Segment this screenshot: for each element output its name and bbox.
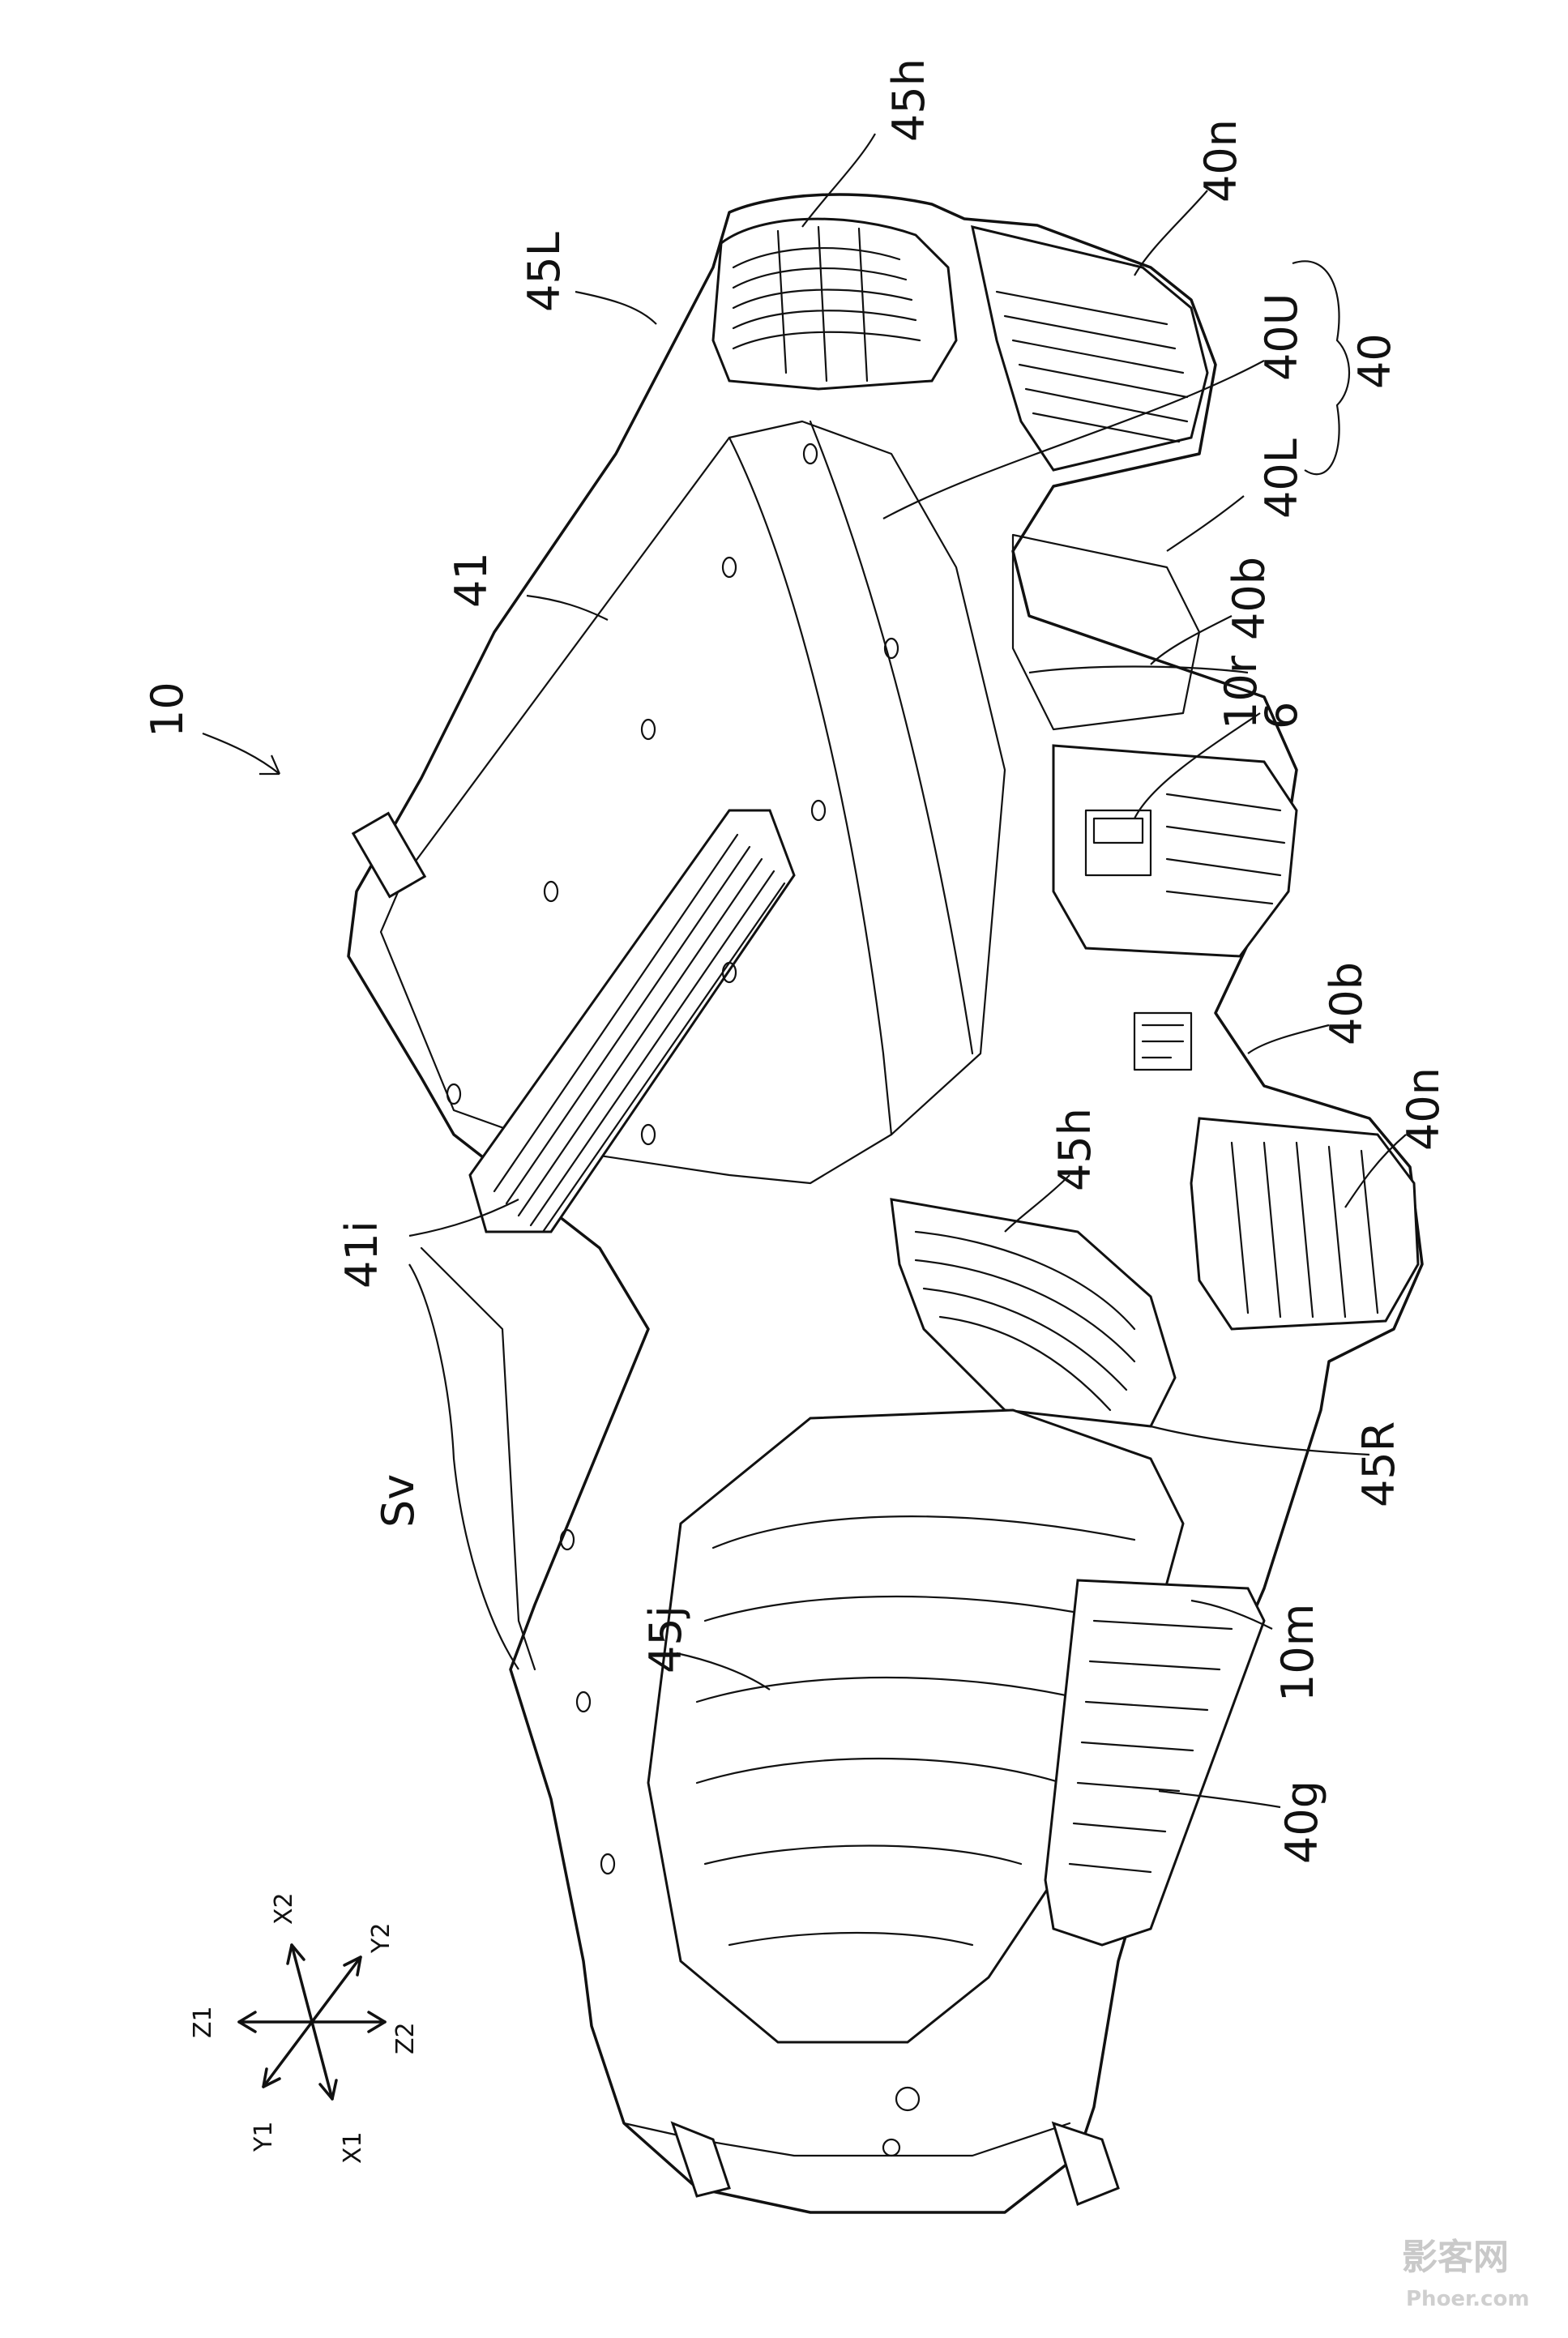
side-vent-upper [971,224,1209,472]
label-45h-top: 45h [883,58,934,142]
leader-10r [1028,665,1249,674]
axis-label-z2: Z2 [391,2022,420,2054]
label-41i: 41i [336,1220,387,1289]
watermark-en: Phoer.com [1406,2287,1529,2311]
small-vent-left [351,811,427,899]
axis-y2-arrow [343,1955,362,1977]
rear-vent-upper [711,217,958,391]
device-drawing [347,193,1424,2214]
leader-40b-top [1150,615,1233,665]
leader-lines [202,133,1407,1809]
axis-x1-arrow [318,2079,338,2101]
leader-41i [408,1199,519,1237]
axis-label-y2: Y2 [367,1923,395,1954]
side-vent-40g [1044,1579,1266,1947]
label-40n-top: 40n [1195,119,1246,203]
label-40: 40 [1349,333,1400,389]
screw-hole-front-2 [882,2138,901,2157]
axis-symbol: Z1 Z2 X2 X1 Y2 Y1 [189,1892,420,2164]
axis-label-x2: X2 [270,1892,298,1925]
center-ridge [728,436,893,1136]
leader-41 [526,594,609,621]
leader-40n-mid [1344,1134,1407,1208]
label-40b-mid: 40b [1321,962,1372,1045]
leader-10-arrow [259,754,281,776]
intake-grill-41i-slats [493,833,786,1233]
port-6-slot [1092,817,1144,844]
leader-10m [1190,1599,1273,1630]
label-40n-mid: 40n [1398,1067,1449,1151]
label-40L: 40L [1256,438,1307,519]
label-41: 41 [446,552,497,608]
leader-40U [882,360,1265,519]
front-vent-45R-fins [914,1230,1136,1412]
label-10m: 10m [1272,1604,1323,1702]
axis-x2-arrow [286,1943,305,1965]
label-plate [1133,1011,1193,1071]
axis-z1-arrow [237,2011,257,2033]
leader-40g [1158,1789,1281,1809]
leader-45j [676,1652,771,1690]
label-45j: 45j [640,1605,691,1673]
axis-label-z1: Z1 [189,2006,217,2038]
label-6: 6 [1256,702,1307,729]
leader-45h-top [801,133,876,228]
screw-dots [446,442,899,1875]
label-10: 10 [142,682,193,737]
label-40U: 40U [1256,293,1307,381]
axis-z2-arrow [367,2011,387,2033]
leader-6 [1134,712,1261,819]
leader-45h-mid [1004,1174,1070,1233]
lower-shell-Sv [420,1246,536,1671]
watermark: 影客网 Phoer.com [1402,2237,1529,2311]
bracket-40 [1292,260,1351,476]
side-vent-40g-slots [1068,1619,1233,1874]
front-foot-tab [670,2121,731,2198]
label-45h-mid: 45h [1049,1108,1100,1191]
screw-hole-front [895,2086,921,2112]
label-plate-lines [1141,1024,1185,1059]
leader-10 [202,732,280,775]
housing-outline [347,193,1424,2214]
right-foot-tab [1051,2121,1120,2207]
leader-40L [1166,495,1245,552]
center-ridge-2 [809,420,974,1055]
label-45R: 45R [1353,1421,1404,1507]
side-vent-lower-fins [1230,1141,1379,1319]
lower-section-40L [1011,533,1201,731]
front-foot [622,2122,1071,2157]
label-Sv: Sv [373,1474,424,1528]
center-recess [1052,744,1298,958]
top-panel-41 [379,420,1006,1185]
intake-grill-41i [468,809,796,1233]
reference-labels: 10 45h 40n 45L 40U 40 40L 41 40b 10r 6 4… [142,58,1449,1864]
label-45L: 45L [519,232,570,312]
rear-vent-upper-fins [732,225,921,383]
bracket-Sv [408,1263,519,1670]
watermark-cn: 影客网 [1402,2237,1509,2278]
leader-40b-mid [1247,1024,1330,1054]
axis-label-x1: X1 [339,2131,367,2164]
front-grill-45j-louvers [695,1515,1136,1947]
leader-45R [1150,1425,1370,1456]
axis-label-y1: Y1 [250,2122,278,2152]
axis-y-line [262,1955,362,2088]
port-6 [1084,809,1152,877]
label-10r: 10r [1216,655,1267,729]
label-40g: 40g [1276,1780,1327,1864]
axis-y1-arrow [262,2067,281,2088]
center-recess-fins [1165,793,1286,905]
label-40b-top: 40b [1224,557,1275,640]
leader-45L [575,290,657,325]
leader-40n-top [1134,190,1208,276]
